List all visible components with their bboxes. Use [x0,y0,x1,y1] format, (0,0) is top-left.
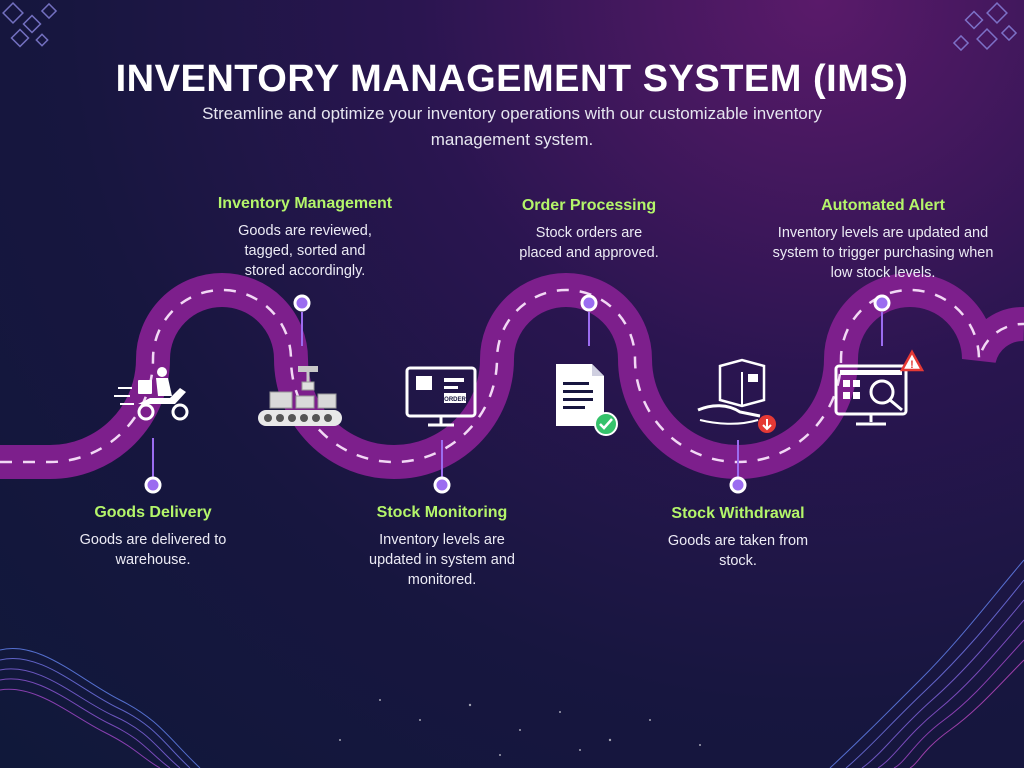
timeline-nodes [144,294,891,494]
step-goods-delivery: Goods Delivery Goods are delivered to wa… [73,504,233,570]
road-path [0,273,1024,479]
node-inventory-management [293,294,311,312]
alert-monitor-icon: ! [834,349,925,426]
step-description: Goods are delivered to warehouse. [79,532,227,568]
step-description: Inventory levels are updated in system a… [369,532,515,588]
step-title: Automated Alert [821,197,945,214]
page-title: INVENTORY MANAGEMENT SYSTEM (IMS) [115,58,909,100]
alert-mark: ! [910,359,914,371]
wave-art-bottom-right [829,559,1024,768]
step-order-processing: Order Processing Stock orders are placed… [504,197,674,263]
diamond-pattern-top-right [952,2,1018,52]
node-stock-monitoring [433,476,451,494]
order-label: ORDER [444,397,466,403]
step-description: Inventory levels are updated and system … [772,225,994,281]
step-description: Stock orders are placed and approved. [519,225,659,261]
step-stock-withdrawal: Stock Withdrawal Goods are taken from st… [652,505,824,571]
conveyor-robot-icon [258,366,342,426]
node-goods-delivery [144,476,162,494]
step-description: Goods are taken from stock. [667,533,809,569]
node-order-processing [580,294,598,312]
step-title: Stock Monitoring [376,504,508,521]
step-title: Order Processing [521,197,657,214]
delivery-scooter-icon [114,367,189,421]
step-inventory-management: Inventory Management Goods are reviewed,… [207,195,403,281]
step-title: Goods Delivery [94,504,212,521]
page-subtitle: Streamline and optimize your inventory o… [202,104,822,149]
node-automated-alert [873,294,891,312]
wave-art-bottom-left [0,648,201,768]
step-title: Inventory Management [217,195,393,212]
step-automated-alert: Automated Alert Inventory levels are upd… [763,197,1003,283]
step-stock-monitoring: Stock Monitoring Inventory levels are up… [362,504,522,590]
monitor-order-icon: ORDER [405,366,477,427]
node-stock-withdrawal [729,476,747,494]
step-description: Goods are reviewed, tagged, sorted and s… [238,223,372,279]
step-title: Stock Withdrawal [671,505,805,522]
hand-package-icon [697,358,776,433]
approved-document-icon [556,364,618,436]
road-lane-dashes [0,288,1024,464]
diamond-pattern-top-left [2,2,58,48]
star-dots [339,699,701,756]
connectors [152,312,883,478]
